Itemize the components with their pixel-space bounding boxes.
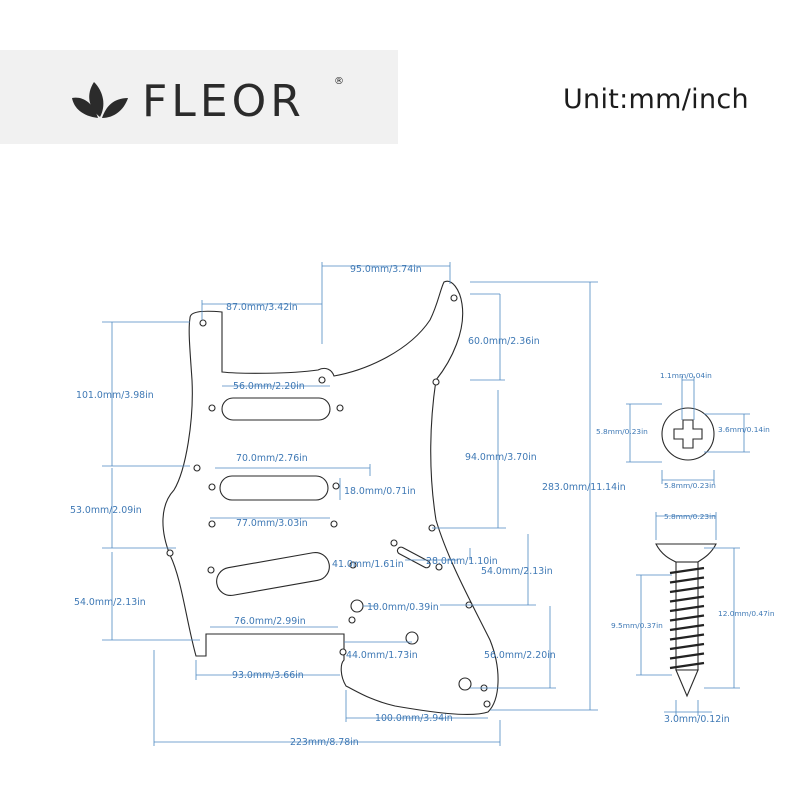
dim-bottom-right-width: 100.0mm/3.94in: [375, 713, 453, 724]
screw-head-right-size: 3.6mm/0.14in: [718, 425, 770, 434]
dim-lower-width: 93.0mm/3.66in: [232, 670, 304, 681]
brand-name: FLEOR: [142, 76, 305, 127]
pickup-cutouts: [216, 397, 331, 597]
thread-line: [669, 614, 705, 622]
dim-upper-right-height: 60.0mm/2.36in: [468, 336, 540, 347]
dimension-lines: [102, 262, 598, 746]
dim-pickup-height: 18.0mm/0.71in: [344, 486, 416, 497]
dim-neck-pickup-width: 56.0mm/2.20in: [233, 381, 305, 392]
dim-switch-slot-width: 41.0mm/1.61in: [332, 559, 404, 570]
neck-pickup-cutout: [221, 397, 331, 421]
registered-mark: ®: [334, 76, 344, 87]
dim-middle-right-height: 94.0mm/3.70in: [465, 452, 537, 463]
switch-slot: [396, 546, 431, 569]
tone-knob-hole: [405, 631, 419, 645]
dim-left-middle-height: 53.0mm/2.09in: [70, 505, 142, 516]
header-band: [0, 50, 398, 144]
brand-logo: FLEOR ®: [72, 76, 344, 127]
thread-line: [669, 595, 705, 603]
pickguard-outline: [162, 280, 499, 716]
bridge-pickup-cutout: [216, 551, 330, 597]
tone2-knob-hole: [458, 677, 472, 691]
dim-middle-spacing-width: 77.0mm/3.03in: [236, 518, 308, 529]
dim-left-upper-height: 101.0mm/3.98in: [76, 390, 154, 401]
dim-lower-right-height-b: 56.0mm/2.20in: [484, 650, 556, 661]
dim-horn-width: 87.0mm/3.42in: [226, 302, 298, 313]
screw-total-length: 12.0mm/0.47in: [718, 609, 775, 618]
thread-line: [669, 623, 705, 632]
screw-shank-width: 3.0mm/0.12in: [664, 714, 730, 725]
screw-head-diameter: 5.8mm/0.23in: [664, 481, 716, 490]
dim-overall-height: 283.0mm/11.14in: [542, 482, 626, 493]
dim-overall-width: 223mm/8.78in: [290, 737, 359, 748]
screw-side-detail: 5.8mm/0.23in 9.5mm/0.37in 12.0mm/0.47in …: [611, 512, 775, 725]
dim-middle-pickup-width: 70.0mm/2.76in: [236, 453, 308, 464]
thread-line: [669, 633, 705, 641]
middle-pickup-cutout: [219, 475, 329, 501]
dim-top-width: 95.0mm/3.74in: [350, 264, 422, 275]
thread-line: [669, 652, 705, 660]
dim-left-lower-height: 54.0mm/2.13in: [74, 597, 146, 608]
screw-head-left-size: 5.8mm/0.23in: [596, 427, 648, 436]
thread-line: [669, 661, 705, 670]
dim-jack-offset: 44.0mm/1.73in: [346, 650, 418, 661]
thread-line: [669, 566, 705, 575]
screw-thread-length: 9.5mm/0.37in: [611, 621, 663, 630]
thread-line: [669, 604, 705, 613]
thread-line: [669, 642, 705, 651]
dimension-labels: 95.0mm/3.74in 87.0mm/3.42in 60.0mm/2.36i…: [70, 264, 626, 748]
thread-line: [669, 576, 705, 584]
leaf-icon: [72, 82, 128, 118]
dim-switch-slot-length: 28.0mm/1.10in: [426, 556, 498, 567]
thread-line: [669, 585, 705, 594]
screw-thread: [669, 566, 705, 670]
unit-label: Unit:mm/inch: [563, 84, 749, 115]
screw-head-detail: 1.1mm/0.04in 5.8mm/0.23in 3.6mm/0.14in 5…: [596, 371, 770, 490]
volume-knob-hole: [350, 599, 364, 613]
dim-lower-right-height-a: 54.0mm/2.13in: [481, 566, 553, 577]
screw-head-slot-width: 1.1mm/0.04in: [660, 371, 712, 380]
dim-knob-hole: 10.0mm/0.39in: [367, 602, 439, 613]
screw-holes: [166, 294, 491, 708]
dim-bottom-cut-width: 76.0mm/2.99in: [234, 616, 306, 627]
screw-head-width: 5.8mm/0.23in: [664, 512, 716, 521]
